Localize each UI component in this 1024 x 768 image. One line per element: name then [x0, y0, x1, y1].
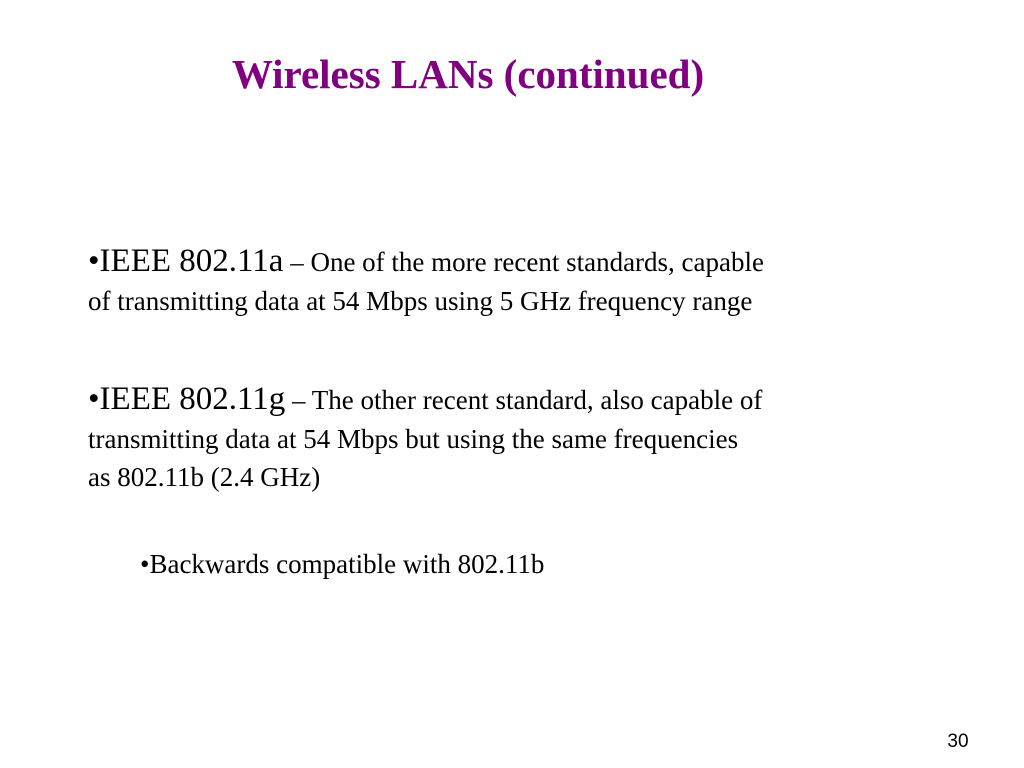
bullet-text: transmitting data at 54 Mbps but using t…: [88, 424, 739, 454]
page-number: 30: [947, 731, 969, 752]
bullet-lead: •IEEE 802.11a: [88, 243, 284, 279]
bullet-line: •IEEE 802.11g – The other recent standar…: [88, 378, 948, 420]
bullet-lead: •IEEE 802.11g: [88, 381, 286, 417]
sub-bullet-backwards-compatible: •Backwards compatible with 802.11b: [140, 549, 545, 579]
slide-title: Wireless LANs (continued): [231, 51, 705, 97]
bullet-text: – One of the more recent standards, capa…: [283, 247, 764, 277]
bullet-ieee-802-11g: •IEEE 802.11g – The other recent standar…: [88, 378, 948, 496]
bullet-text: – The other recent standard, also capabl…: [285, 385, 763, 415]
bullet-text: of transmitting data at 54 Mbps using 5 …: [88, 286, 753, 316]
bullet-line: •IEEE 802.11a – One of the more recent s…: [88, 240, 948, 282]
bullet-ieee-802-11a: •IEEE 802.11a – One of the more recent s…: [88, 240, 948, 320]
bullet-text: as 802.11b (2.4 GHz): [88, 462, 321, 492]
